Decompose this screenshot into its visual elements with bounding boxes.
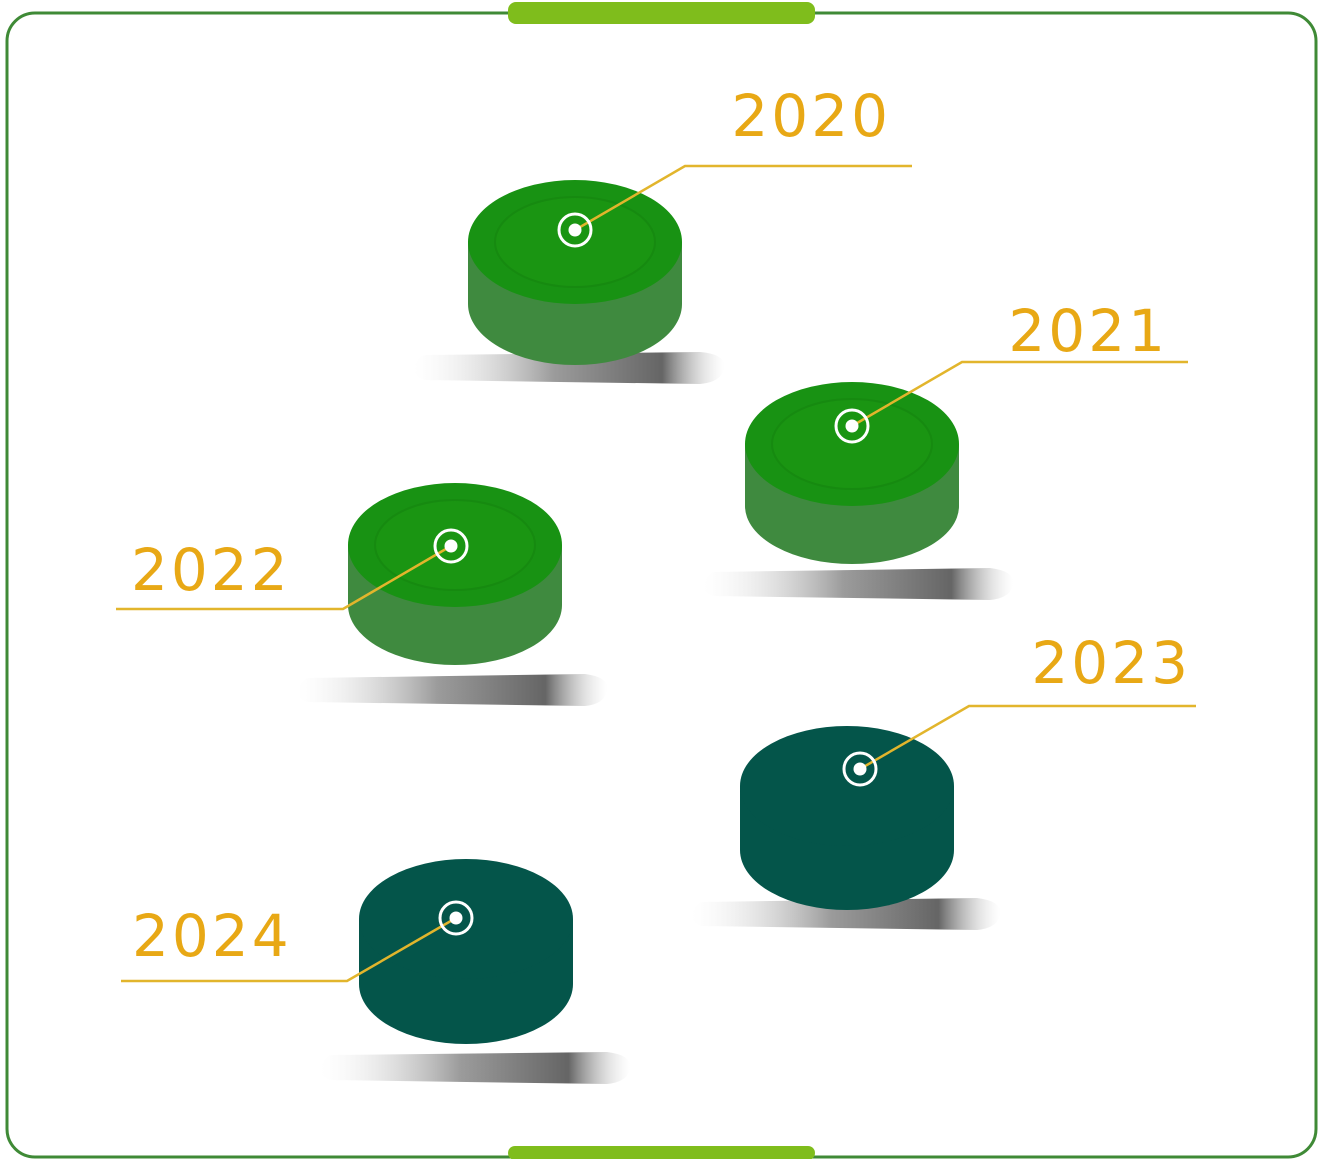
target-dot-icon [449,911,463,925]
puck-shadow [703,568,1014,600]
target-dot-icon [444,539,458,553]
year-label: 2022 [131,536,291,604]
milestone-2023: 2023 [691,629,1196,930]
leader-line [116,544,452,611]
year-label: 2021 [1008,297,1168,365]
target-ring-icon [834,408,870,444]
puck-top [740,726,954,846]
leader-line [121,916,457,983]
year-label: 2024 [132,902,292,970]
frame-accent-top [508,2,815,24]
target-dot-icon [853,762,867,776]
milestone-2024: 2024 [121,859,631,1084]
puck-top-inner [771,398,933,490]
puck-top-inner [494,196,656,288]
puck-shadow [320,1052,631,1084]
target-dot-icon [568,223,582,237]
puck-shadow [691,898,1001,930]
milestone-2020: 2020 [413,82,912,384]
target-dot-icon [845,419,859,433]
milestone-2022: 2022 [116,483,608,706]
milestone-2021: 2021 [703,297,1188,600]
puck-shadow [297,674,608,706]
puck-top [359,859,573,979]
target-ring-icon [438,900,474,936]
leader-line [851,360,1188,428]
puck-shadow [413,352,725,384]
leader-line [574,164,912,232]
frame-accent-bottom [508,1146,815,1159]
target-ring-icon [557,212,593,248]
target-ring-icon [842,751,878,787]
target-ring-icon [433,528,469,564]
year-label: 2020 [731,82,891,150]
leader-line [859,704,1196,771]
year-label: 2023 [1031,629,1191,697]
